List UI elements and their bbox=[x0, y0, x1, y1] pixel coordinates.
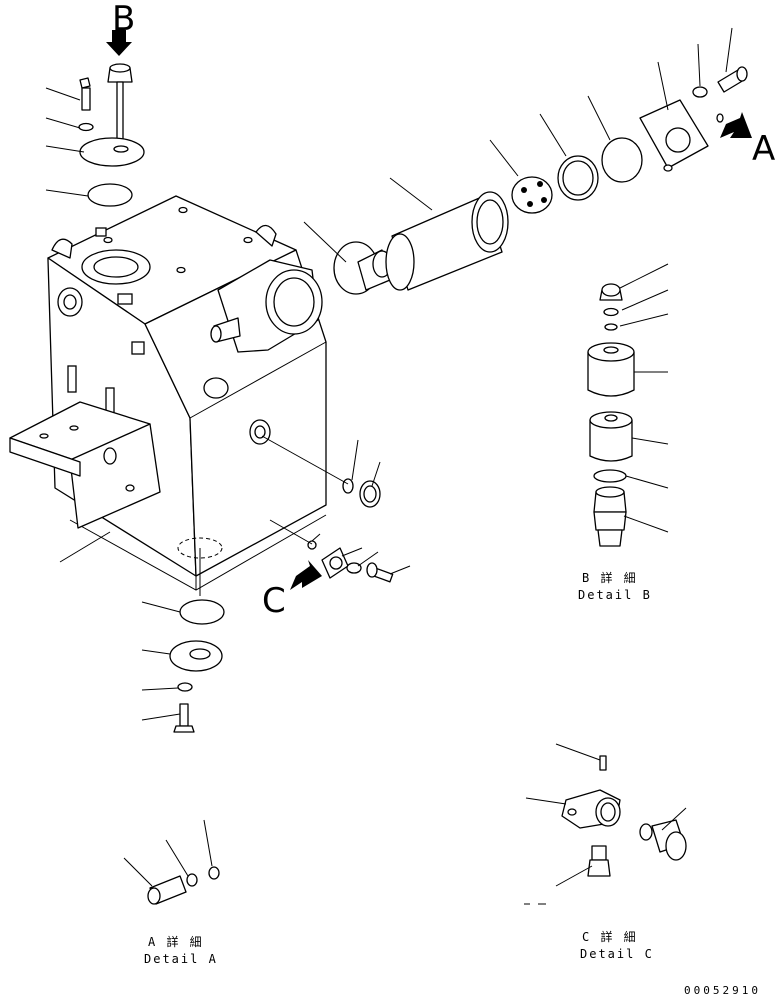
view-label-b: B bbox=[112, 0, 135, 39]
mounting-bracket bbox=[9, 401, 161, 529]
level-gauge-parts bbox=[342, 478, 381, 508]
detail-b-caption-jp: B 詳 細 bbox=[582, 570, 638, 585]
breather-assembly bbox=[78, 63, 145, 207]
view-label-a: A bbox=[752, 129, 775, 169]
detail-c-caption-jp: C 詳 細 bbox=[582, 929, 638, 944]
view-arrow-b bbox=[106, 30, 132, 56]
suction-strainer-chain bbox=[333, 66, 748, 295]
leader-lines bbox=[45, 27, 733, 905]
detail-b-caption-en: Detail B bbox=[578, 588, 652, 602]
view-arrow-a bbox=[720, 112, 752, 138]
tank-body bbox=[47, 195, 327, 591]
detail-a-caption-jp: A 詳 細 bbox=[148, 934, 204, 949]
detail-c-caption-en: Detail C bbox=[580, 947, 654, 961]
detail-b-illustration bbox=[587, 283, 635, 547]
drain-valve-group bbox=[307, 540, 394, 583]
view-label-c: C bbox=[262, 581, 286, 621]
detail-a-caption-en: Detail A bbox=[144, 952, 218, 966]
detail-c-illustration bbox=[561, 755, 687, 877]
view-arrow-c bbox=[290, 560, 322, 590]
drawing-number: 00052910 bbox=[684, 984, 761, 997]
bottom-cover-group bbox=[169, 599, 225, 733]
detail-a-illustration bbox=[147, 866, 220, 905]
